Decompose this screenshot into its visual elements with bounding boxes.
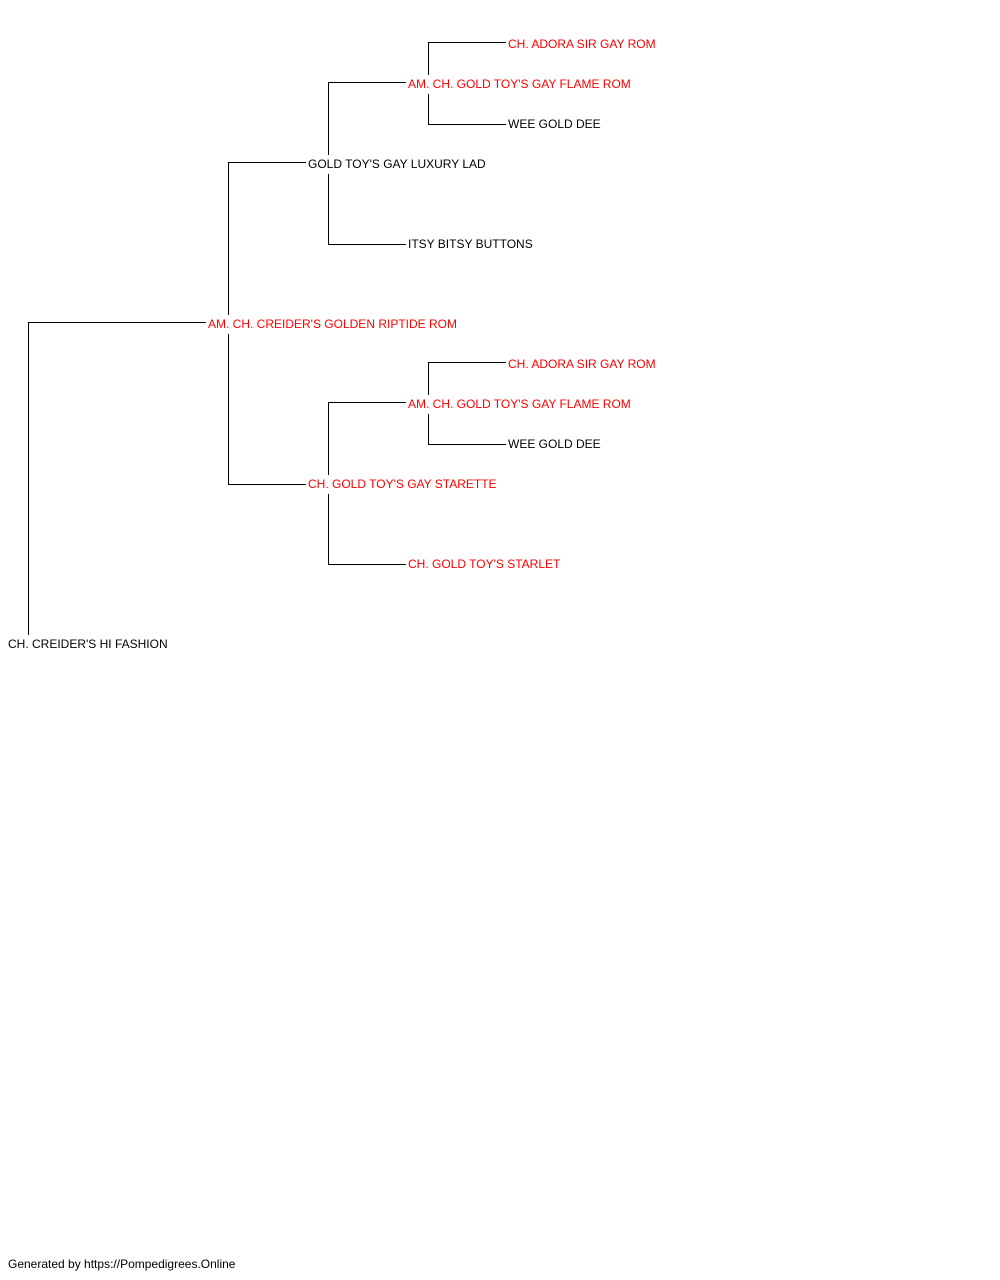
connector-flame-1-up-vertical [428, 42, 429, 75]
connector-starette-down-horizontal [328, 564, 406, 565]
connector-sire-to-sire-dam-horizontal [228, 484, 306, 485]
pedigree-node-sire-sire-sire-sire: CH. ADORA SIR GAY ROM [508, 37, 656, 51]
pedigree-node-sire-sire-sire-dam: WEE GOLD DEE [508, 117, 601, 131]
connector-flame-2-up-vertical [428, 362, 429, 395]
pedigree-node-sire-dam-sire-dam: WEE GOLD DEE [508, 437, 601, 451]
connector-luxury-lad-down-vertical [328, 174, 329, 245]
pedigree-node-sire-dam: CH. GOLD TOY'S GAY STARETTE [308, 477, 497, 491]
connector-sire-to-sire-dam-vertical [228, 334, 229, 485]
connector-flame-1-down-vertical [428, 94, 429, 125]
pedigree-node-sire-sire: GOLD TOY'S GAY LUXURY LAD [308, 157, 486, 171]
connector-flame-1-up-horizontal [428, 42, 506, 43]
connector-starette-up-horizontal [328, 402, 406, 403]
footer-credit: Generated by https://Pompedigrees.Online [8, 1257, 236, 1271]
connector-subject-sire-vertical [28, 322, 29, 635]
pedigree-node-sire-sire-sire: AM. CH. GOLD TOY'S GAY FLAME ROM [408, 77, 631, 91]
connector-starette-down-vertical [328, 494, 329, 565]
pedigree-node-sire-dam-dam: CH. GOLD TOY'S STARLET [408, 557, 561, 571]
pedigree-node-sire-dam-sire: AM. CH. GOLD TOY'S GAY FLAME ROM [408, 397, 631, 411]
connector-luxury-lad-up-vertical [328, 82, 329, 155]
connector-flame-1-down-horizontal [428, 124, 506, 125]
connector-starette-up-vertical [328, 402, 329, 475]
connector-flame-2-down-horizontal [428, 444, 506, 445]
connector-sire-to-sire-sire-vertical [228, 162, 229, 315]
connector-flame-2-down-vertical [428, 414, 429, 445]
pedigree-node-sire-dam-sire-sire: CH. ADORA SIR GAY ROM [508, 357, 656, 371]
connector-flame-2-up-horizontal [428, 362, 506, 363]
pedigree-node-subject: CH. CREIDER'S HI FASHION [8, 637, 168, 651]
connector-sire-to-sire-sire-horizontal [228, 162, 306, 163]
pedigree-node-sire-sire-dam: ITSY BITSY BUTTONS [408, 237, 533, 251]
connector-luxury-lad-up-horizontal [328, 82, 406, 83]
pedigree-node-sire: AM. CH. CREIDER'S GOLDEN RIPTIDE ROM [208, 317, 457, 331]
connector-luxury-lad-down-horizontal [328, 244, 406, 245]
connector-subject-sire-horizontal [28, 322, 206, 323]
